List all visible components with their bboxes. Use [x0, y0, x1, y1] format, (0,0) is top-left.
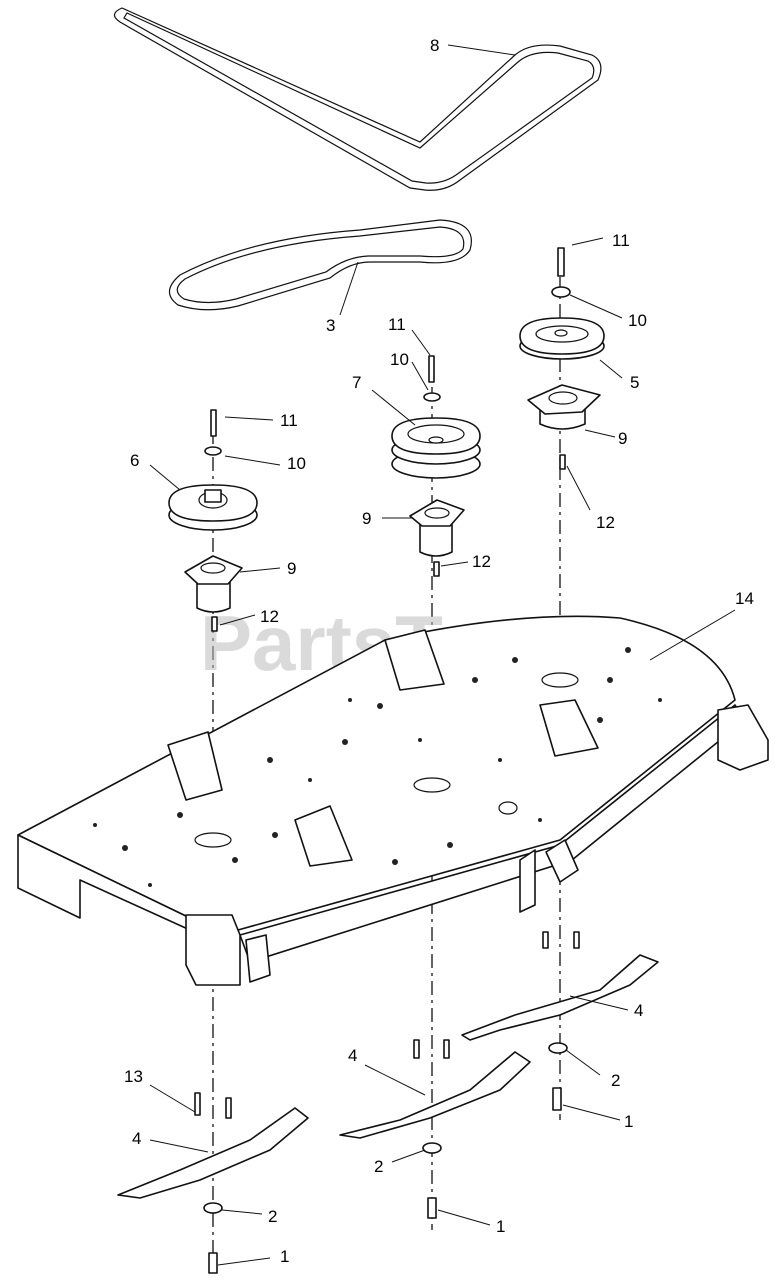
callout-bolt-left: 11 — [280, 411, 298, 430]
callout-bolt-blade-left: 1 — [280, 1247, 289, 1266]
callout-spindle-left: 9 — [287, 559, 296, 578]
left-spindle-stack — [168, 409, 258, 632]
callout-key-right: 12 — [596, 513, 615, 532]
callout-key-center: 12 — [472, 552, 491, 571]
callout-washer-center: 10 — [390, 350, 409, 369]
callout-washer-blade-center: 2 — [374, 1157, 383, 1176]
callout-blade-center: 4 — [348, 1046, 357, 1065]
callout-bolt-blade-right: 1 — [624, 1112, 633, 1131]
callout-screws-left: 13 — [124, 1067, 143, 1086]
callout-labels: 8 3 11 10 5 9 12 11 10 7 9 12 11 10 6 9 … — [124, 36, 754, 1266]
callout-washer-blade-left: 2 — [268, 1207, 277, 1226]
callout-spindle-right: 9 — [618, 429, 627, 448]
callout-spindle-center: 9 — [362, 509, 371, 528]
callout-blade-left: 4 — [132, 1129, 141, 1148]
callout-blade-right: 4 — [634, 1001, 643, 1020]
right-blade-assembly — [461, 931, 659, 1111]
main-drive-belt — [113, 7, 602, 191]
secondary-belt — [168, 219, 472, 311]
mower-deck-shell — [17, 615, 769, 986]
callout-bolt-center: 11 — [388, 315, 406, 334]
callout-bolt-blade-center: 1 — [496, 1217, 505, 1236]
callout-washer-blade-right: 2 — [611, 1071, 620, 1090]
callout-belt-small: 3 — [326, 316, 335, 335]
center-blade-assembly — [339, 1039, 531, 1219]
center-spindle-stack — [391, 355, 481, 577]
callout-key-left: 12 — [260, 607, 279, 626]
callout-pulley-left: 6 — [130, 451, 139, 470]
callout-washer-right: 10 — [628, 311, 647, 330]
callout-leaders — [149, 44, 736, 1266]
callout-washer-left: 10 — [287, 454, 306, 473]
right-spindle-stack — [519, 247, 605, 470]
callout-bolt-right: 11 — [612, 231, 630, 250]
callout-pulley-right: 5 — [630, 373, 639, 392]
callout-pulley-center: 7 — [352, 373, 361, 392]
callout-belt-main: 8 — [430, 36, 439, 55]
left-blade-assembly — [117, 1092, 309, 1274]
callout-deck: 14 — [735, 589, 754, 608]
